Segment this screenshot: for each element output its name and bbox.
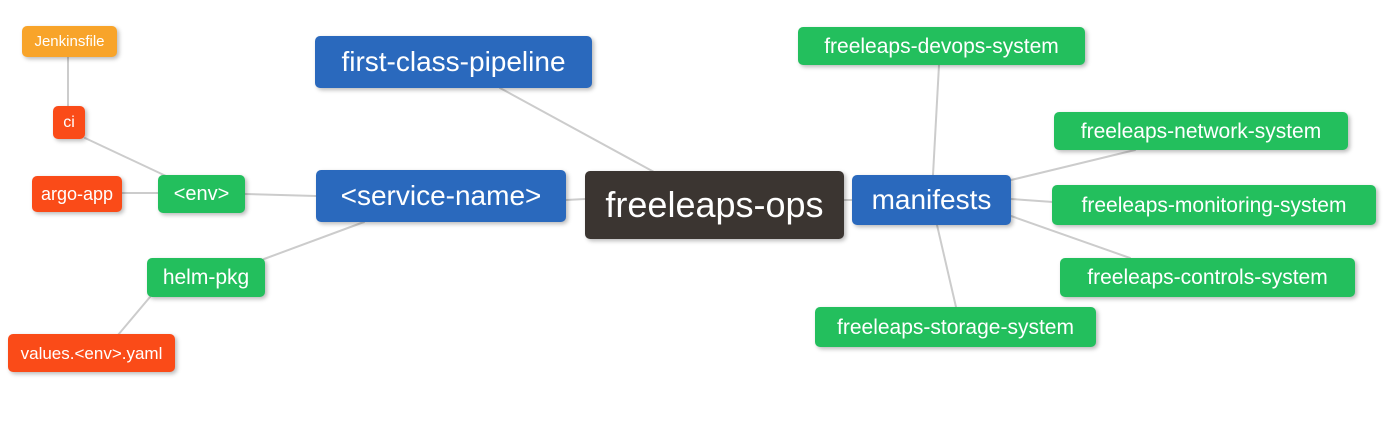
node-label: freeleaps-storage-system [837, 315, 1074, 339]
edge-values-env-yaml-to-helm-pkg [117, 296, 151, 336]
node-label: ci [63, 113, 75, 131]
node-label: <env> [173, 183, 230, 205]
node-argo-app[interactable]: argo-app [32, 176, 122, 212]
node-values-env-yaml[interactable]: values.<env>.yaml [8, 334, 175, 372]
node-helm-pkg[interactable]: helm-pkg [147, 258, 265, 297]
node-label: freeleaps-devops-system [824, 34, 1059, 58]
edge-manifests-to-freeleaps-network-system [1010, 149, 1136, 181]
edge-manifests-to-freeleaps-controls-system [1010, 215, 1131, 259]
node-service-name[interactable]: <service-name> [316, 170, 566, 222]
node-label: freeleaps-monitoring-system [1081, 193, 1347, 217]
node-label: first-class-pipeline [341, 46, 566, 77]
node-label: freeleaps-ops [605, 184, 824, 225]
node-label: freeleaps-network-system [1080, 119, 1322, 143]
edge-env-to-service-name [244, 193, 317, 197]
node-freeleaps-devops-system[interactable]: freeleaps-devops-system [798, 27, 1085, 65]
node-label: <service-name> [340, 180, 542, 211]
node-label: argo-app [40, 184, 114, 204]
node-freeleaps-controls-system[interactable]: freeleaps-controls-system [1060, 258, 1355, 297]
node-label: helm-pkg [162, 266, 250, 289]
node-label: freeleaps-controls-system [1087, 266, 1328, 289]
edge-manifests-to-freeleaps-storage-system [936, 224, 957, 308]
node-env[interactable]: <env> [158, 175, 245, 213]
node-label: manifests [871, 184, 992, 215]
node-jenkinsfile[interactable]: Jenkinsfile [22, 26, 117, 57]
edge-manifests-to-freeleaps-monitoring-system [1010, 198, 1054, 203]
edge-ci-to-env [84, 137, 167, 177]
node-freeleaps-monitoring-system[interactable]: freeleaps-monitoring-system [1052, 185, 1376, 225]
node-freeleaps-network-system[interactable]: freeleaps-network-system [1054, 112, 1348, 150]
node-label: Jenkinsfile [34, 33, 105, 50]
node-manifests[interactable]: manifests [852, 175, 1011, 225]
edge-helm-pkg-to-service-name [263, 221, 365, 260]
edge-manifests-to-freeleaps-devops-system [932, 64, 940, 176]
node-first-class-pipeline[interactable]: first-class-pipeline [315, 36, 592, 88]
edge-service-name-to-freeleaps-ops [565, 198, 586, 201]
edge-first-class-pipeline-to-freeleaps-ops [499, 87, 655, 173]
node-freeleaps-ops[interactable]: freeleaps-ops [585, 171, 844, 239]
node-label: values.<env>.yaml [20, 343, 163, 363]
node-freeleaps-storage-system[interactable]: freeleaps-storage-system [815, 307, 1096, 347]
node-ci[interactable]: ci [53, 106, 85, 139]
